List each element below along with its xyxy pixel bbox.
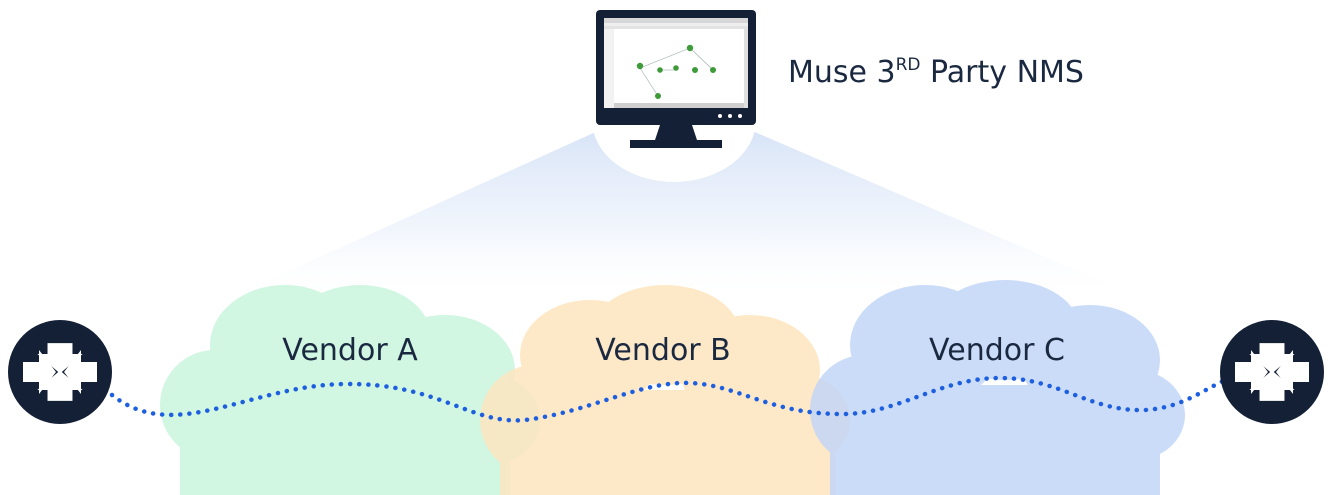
router-left xyxy=(8,320,112,424)
cloud-vendor-a xyxy=(160,285,540,495)
cloud-label-vendor-b: Vendor B xyxy=(595,333,731,368)
nms-label: Muse 3RD Party NMS xyxy=(788,55,1084,90)
screen-topology-thumbnail xyxy=(636,44,716,99)
cloud-label-vendor-a: Vendor A xyxy=(282,333,418,368)
router-icon xyxy=(1235,343,1309,401)
cloud-label-vendor-c: Vendor C xyxy=(929,333,1065,368)
monitor-icon xyxy=(596,10,756,148)
router-right xyxy=(1220,320,1324,424)
dotted-connection-path xyxy=(109,375,1228,423)
cloud-vendor-c xyxy=(810,280,1185,495)
router-icon xyxy=(23,343,97,401)
cloud-vendor-b xyxy=(480,285,850,495)
projection-beam xyxy=(225,130,1145,300)
nms-label-suffix: Party NMS xyxy=(921,55,1084,90)
nms-label-prefix: Muse 3 xyxy=(788,55,896,90)
nms-label-superscript: RD xyxy=(896,55,921,75)
